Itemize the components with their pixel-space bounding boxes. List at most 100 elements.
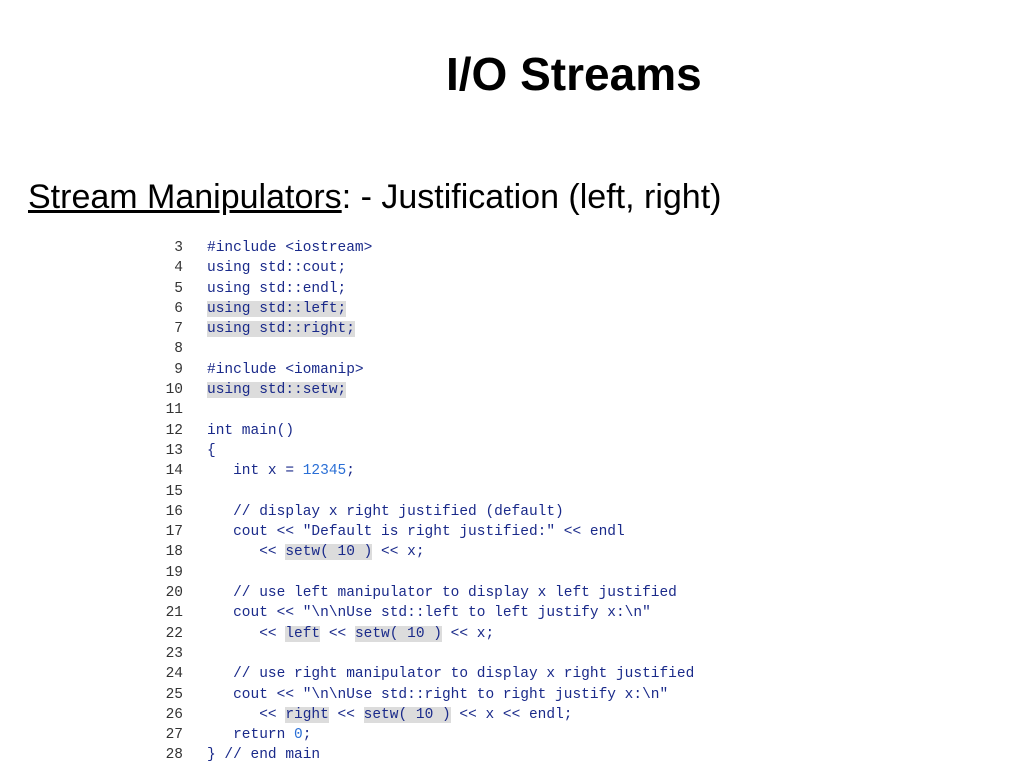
code-line: 22 << left << setw( 10 ) << x; — [150, 624, 694, 644]
line-number: 14 — [165, 463, 183, 480]
code-segment: // use right manipulator to display x ri… — [207, 666, 695, 683]
code-line: 19 — [150, 563, 694, 583]
code-line: 18 << setw( 10 ) << x; — [150, 542, 694, 562]
code-line: 13 { — [150, 441, 694, 461]
code-segment: << endl — [555, 524, 625, 541]
highlighted-code-segment: using std::setw; — [207, 382, 347, 399]
code-text: // display x right justified (default) — [207, 502, 564, 522]
highlighted-code-segment: setw( 10 ) — [363, 706, 451, 723]
code-line: 17 cout << "Default is right justified:"… — [150, 522, 694, 542]
code-segment: "\n\nUse std::left to left justify x:\n" — [302, 605, 651, 622]
code-segment: // display x right justified (default) — [207, 503, 564, 520]
code-line: 27 return 0; — [150, 725, 694, 745]
line-number: 16 — [165, 503, 183, 520]
code-text: using std::left; — [207, 299, 347, 319]
line-number: 7 — [174, 321, 183, 338]
code-text: << left << setw( 10 ) << x; — [207, 624, 494, 644]
slide-title: I/O Streams — [446, 48, 702, 100]
code-segment: using std::endl; — [207, 280, 347, 297]
line-number: 15 — [165, 483, 183, 500]
code-line: 8 — [150, 339, 694, 359]
code-segment: << — [207, 706, 286, 723]
code-text: int x = 12345; — [207, 461, 355, 481]
code-segment: #include <iomanip> — [207, 361, 364, 378]
code-line: 20 // use left manipulator to display x … — [150, 583, 694, 603]
code-text: cout << "Default is right justified:" <<… — [207, 522, 625, 542]
code-line: 15 — [150, 482, 694, 502]
code-text: << right << setw( 10 ) << x << endl; — [207, 705, 573, 725]
line-number: 23 — [165, 645, 183, 662]
code-line: 9 #include <iomanip> — [150, 360, 694, 380]
line-number: 12 — [165, 422, 183, 439]
code-line: 10 using std::setw; — [150, 380, 694, 400]
slide-subtitle: Stream Manipulators: - Justification (le… — [28, 172, 721, 222]
code-text: // use left manipulator to display x lef… — [207, 583, 677, 603]
code-line: 12 int main() — [150, 421, 694, 441]
line-number: 18 — [165, 544, 183, 561]
code-line: 11 — [150, 400, 694, 420]
line-number: 17 — [165, 524, 183, 541]
highlighted-code-segment: using std::left; — [207, 300, 347, 317]
line-number: 25 — [165, 686, 183, 703]
code-segment: cout << — [207, 524, 303, 541]
line-number: 20 — [165, 585, 183, 602]
code-line: 16 // display x right justified (default… — [150, 502, 694, 522]
line-number: 13 — [165, 442, 183, 459]
line-number: 3 — [174, 240, 183, 256]
line-number: 24 — [165, 666, 183, 683]
code-text: using std::right; — [207, 319, 355, 339]
code-segment: { — [207, 442, 216, 459]
code-line: 24 // use right manipulator to display x… — [150, 664, 695, 684]
highlighted-code-segment: using std::right; — [207, 321, 355, 338]
code-text: cout << "\n\nUse std::left to left justi… — [207, 603, 651, 623]
code-segment: } // end main — [207, 747, 321, 764]
code-segment: int x = — [207, 463, 303, 480]
code-segment: ; — [302, 727, 312, 744]
line-number: 22 — [165, 625, 183, 642]
code-segment: << — [207, 544, 286, 561]
code-line: 3 #include <iostream> — [150, 238, 694, 258]
line-number: 21 — [165, 605, 183, 622]
code-segment: << — [328, 706, 364, 723]
line-number: 26 — [165, 706, 183, 723]
code-segment: return — [207, 727, 295, 744]
code-text: using std::setw; — [207, 380, 347, 400]
code-line: 14 int x = 12345; — [150, 461, 694, 481]
line-number: 9 — [174, 361, 183, 378]
code-line: 28 } // end main — [150, 745, 694, 765]
code-text: } // end main — [207, 745, 320, 765]
subtitle-underlined-text: Stream Manipulators — [28, 178, 342, 216]
line-number: 27 — [165, 727, 183, 744]
code-segment: #include <iostream> — [207, 240, 373, 256]
highlighted-code-segment: right — [285, 706, 329, 723]
code-text: return 0; — [207, 725, 311, 745]
code-text: int main() — [207, 421, 294, 441]
line-number: 5 — [174, 280, 183, 297]
code-text: // use right manipulator to display x ri… — [207, 664, 694, 684]
line-number: 10 — [165, 382, 183, 399]
code-segment: << x << endl; — [450, 706, 573, 723]
line-number: 28 — [165, 747, 183, 764]
highlighted-code-segment: left — [285, 625, 321, 642]
code-segment: << — [207, 625, 286, 642]
code-line: 25 cout << "\n\nUse std::right to right … — [150, 685, 694, 705]
code-segment: using std::cout; — [207, 260, 347, 277]
code-text: << setw( 10 ) << x; — [207, 542, 425, 562]
code-segment: int main() — [207, 422, 295, 439]
code-text: using std::cout; — [207, 258, 346, 278]
code-text: #include <iostream> — [207, 238, 372, 258]
line-number: 6 — [174, 300, 183, 317]
line-number: 11 — [165, 402, 183, 419]
code-line: 26 << right << setw( 10 ) << x << endl; — [150, 705, 694, 725]
code-line: 7 using std::right; — [150, 319, 694, 339]
line-number: 19 — [165, 564, 183, 581]
code-text: cout << "\n\nUse std::right to right jus… — [207, 685, 668, 705]
code-line: 23 — [150, 644, 694, 664]
code-segment: << — [320, 625, 355, 642]
code-segment: "Default is right justified:" — [302, 524, 556, 541]
code-segment: ; — [346, 463, 355, 480]
subtitle-rest-text: : - Justification (left, right) — [341, 178, 722, 216]
code-line: 21 cout << "\n\nUse std::left to left ju… — [150, 603, 694, 623]
code-segment: cout << — [207, 686, 303, 703]
